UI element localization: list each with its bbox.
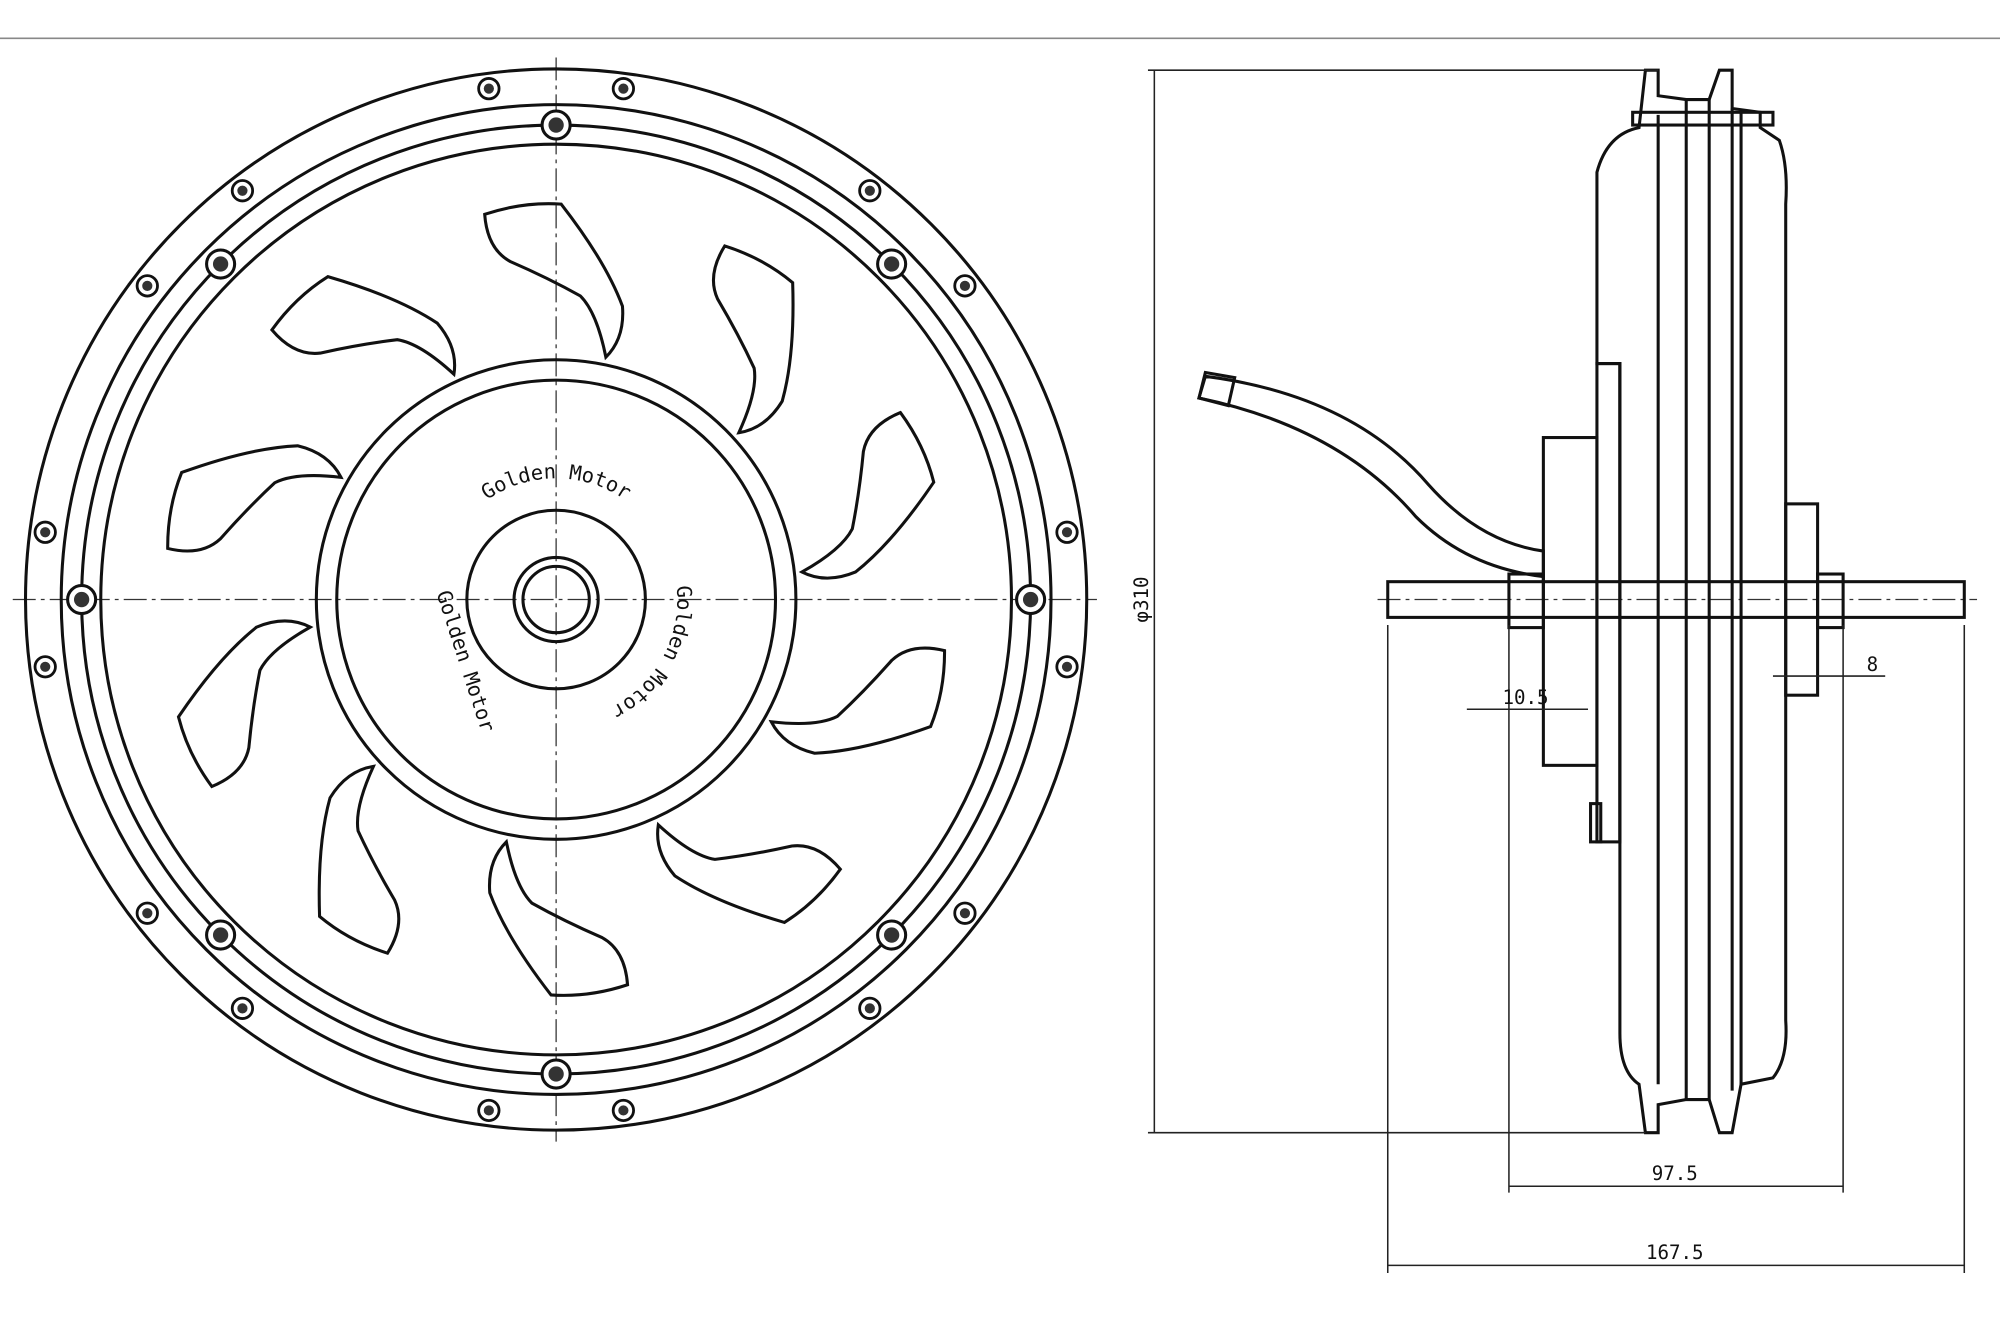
bolt-icon: [205, 919, 237, 951]
axle-outer: [512, 555, 600, 644]
cooling-blade: [483, 202, 625, 361]
cooling-blade: [798, 410, 936, 580]
cooling-blade: [656, 821, 843, 925]
cooling-blade: [176, 619, 314, 789]
axle-inner: [521, 564, 591, 635]
cover-ring-inner: [99, 142, 1014, 1057]
rim-hole-icon: [33, 520, 57, 544]
bolt-icon: [66, 583, 98, 616]
rim-hole-icon: [953, 274, 977, 298]
cooling-blade: [269, 274, 457, 378]
logo-text-right: Golden Motor: [608, 585, 696, 725]
axle-shaft: [1386, 580, 1966, 619]
rim-hole-icon: [611, 1098, 635, 1123]
flange-offset-label: 10.5: [1502, 686, 1548, 709]
cooling-blade: [487, 838, 630, 997]
dimensions: φ310 97.5 167.5 10.5 8: [1130, 69, 1966, 1274]
rim-hole-icon: [135, 901, 159, 925]
bolt-icon: [1015, 583, 1047, 616]
left-hub-block: [1541, 436, 1599, 767]
rim-hole-icon: [1055, 520, 1079, 544]
bolt-icon: [876, 919, 908, 951]
rim-hole-icon: [477, 77, 501, 101]
diameter-label: φ310: [1130, 577, 1153, 623]
rim-inner-edge: [59, 103, 1053, 1096]
rim-hole-icon: [230, 996, 255, 1020]
rim-hole-icon: [135, 274, 159, 298]
rim-hole-icon: [230, 179, 255, 203]
hub-inner: [335, 378, 778, 821]
hub-outer: [314, 358, 798, 841]
valve-stub: [1589, 802, 1603, 844]
cooling-blade: [317, 764, 401, 955]
outer-rim: [23, 67, 1089, 1132]
rim-hole-icon: [858, 179, 882, 203]
rim-hole-icon: [953, 901, 977, 925]
rim-hole-icon: [33, 655, 57, 679]
bolt-icon: [540, 109, 572, 141]
left-flange: [1595, 362, 1622, 844]
right-nut: [1816, 572, 1845, 630]
bearing-cap: [465, 508, 647, 691]
overall-width-label: 167.5: [1646, 1241, 1704, 1264]
bolt-icon: [205, 248, 237, 280]
bolts: [33, 77, 1079, 1123]
bolt-icon: [876, 248, 908, 280]
rim-hole-icon: [858, 996, 882, 1020]
bolt-icon: [540, 1058, 572, 1090]
rim-bolt: [1631, 110, 1775, 127]
front-view: Golden Motor Golden Motor Golden Motor: [12, 57, 1097, 1142]
rim-hole-icon: [477, 1098, 501, 1123]
cooling-blade: [768, 646, 947, 755]
cooling-blade: [166, 444, 344, 553]
rim-hole-icon: [611, 77, 635, 101]
motor-housing-profile: [1595, 68, 1788, 1135]
cable-end: [1197, 370, 1237, 408]
cooling-blade: [711, 244, 795, 435]
cooling-blades: [166, 202, 947, 997]
hub-width-label: 97.5: [1652, 1162, 1698, 1185]
rim-hole-icon: [1055, 655, 1079, 679]
right-offset-label: 8: [1867, 653, 1879, 676]
side-view: φ310 97.5 167.5 10.5 8: [1130, 68, 1978, 1274]
power-cable: [1197, 374, 1545, 579]
